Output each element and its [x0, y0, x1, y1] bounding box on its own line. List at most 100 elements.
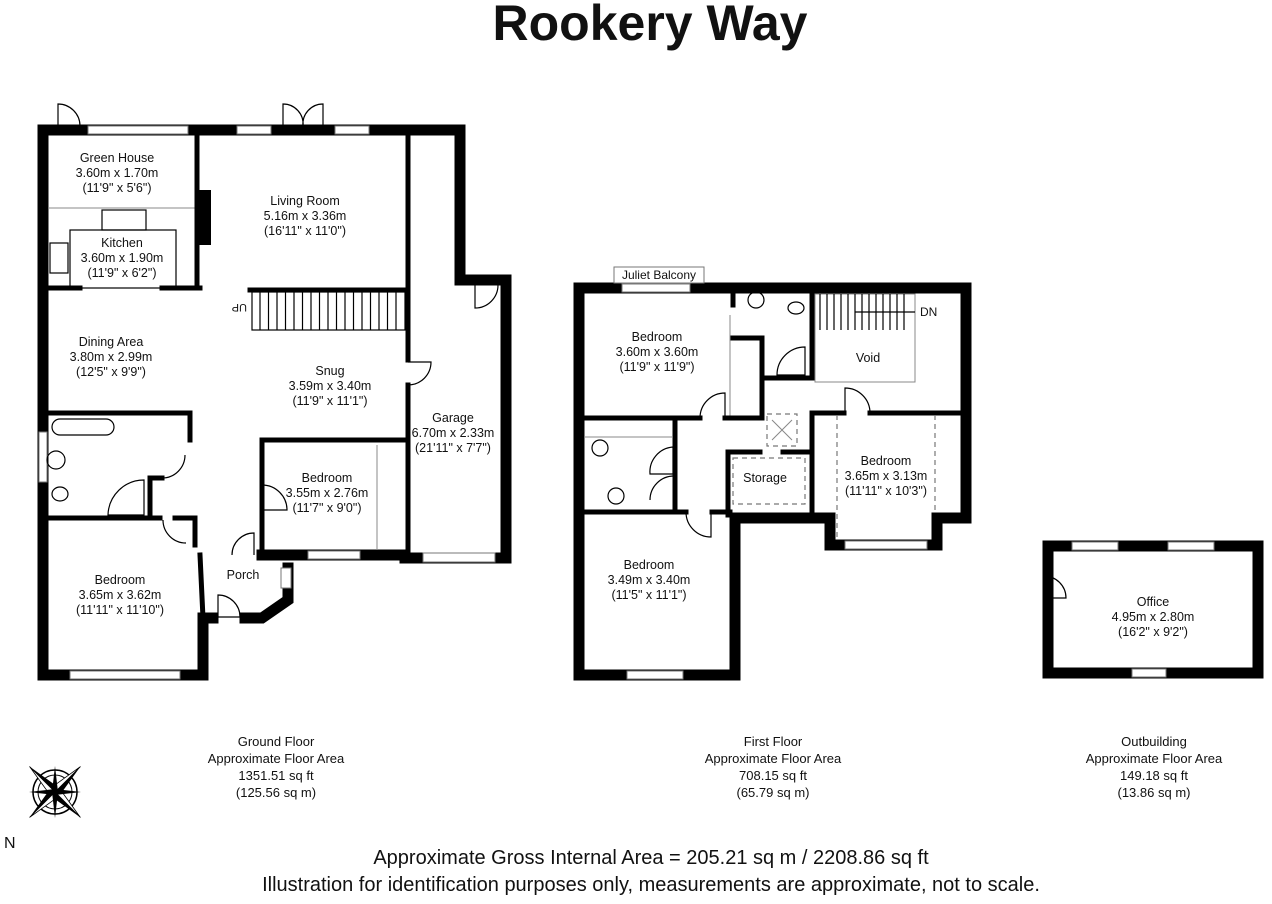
svg-text:3.60m x 3.60m: 3.60m x 3.60m	[616, 345, 699, 359]
svg-text:(11'11" x 10'3"): (11'11" x 10'3")	[845, 484, 927, 498]
svg-text:(11'5" x 11'1"): (11'5" x 11'1")	[611, 588, 686, 602]
window	[844, 540, 928, 550]
svg-text:(12'5" x 9'9"): (12'5" x 9'9")	[76, 365, 146, 379]
french-door	[282, 103, 324, 127]
bedroom-wall	[259, 437, 411, 558]
svg-text:3.65m x 3.13m: 3.65m x 3.13m	[845, 469, 928, 483]
toilet	[787, 301, 805, 315]
room-green-house: Green House 3.60m x 1.70m (11'9" x 5'6")	[76, 151, 159, 195]
compass-north-label: N	[4, 835, 16, 852]
svg-text:Kitchen: Kitchen	[101, 236, 143, 250]
room-bedroom: Bedroom 3.49m x 3.40m (11'5" x 11'1")	[608, 558, 691, 602]
outbuilding-plan: Office 4.95m x 2.80m (16'2" x 9'2")	[1042, 540, 1264, 679]
svg-text:Garage: Garage	[432, 411, 474, 425]
stairs-down-label: DN	[920, 305, 937, 319]
gross-area: Approximate Gross Internal Area = 205.21…	[373, 847, 929, 869]
wall	[730, 290, 815, 381]
door	[161, 454, 186, 479]
storage	[732, 457, 806, 505]
svg-text:149.18 sq ft: 149.18 sq ft	[1120, 768, 1188, 783]
stairs-up-label: UP	[232, 301, 247, 313]
svg-text:Bedroom: Bedroom	[632, 330, 683, 344]
door	[844, 387, 871, 414]
juliet-balcony-label: Juliet Balcony	[622, 268, 696, 282]
svg-text:Bedroom: Bedroom	[624, 558, 675, 572]
svg-text:Bedroom: Bedroom	[302, 471, 353, 485]
shower	[649, 446, 674, 475]
basin	[591, 439, 609, 457]
ground-floor-outer-wall	[37, 124, 512, 681]
chimney-breast	[197, 190, 211, 245]
room-size-imperial: (11'9" x 5'6")	[82, 181, 151, 195]
svg-text:(21'11" x 7'7"): (21'11" x 7'7")	[415, 441, 491, 455]
garage-door	[407, 361, 432, 386]
window	[1071, 541, 1119, 551]
svg-text:Approximate Floor Area: Approximate Floor Area	[1086, 751, 1223, 766]
wall	[809, 410, 847, 518]
door	[231, 532, 255, 556]
svg-text:(11'9" x 6'2"): (11'9" x 6'2")	[87, 266, 156, 280]
room-garage: Garage 6.70m x 2.33m (21'11" x 7'7")	[412, 411, 495, 455]
shower	[776, 346, 806, 376]
room-name: Green House	[80, 151, 154, 165]
svg-text:First Floor: First Floor	[744, 734, 803, 749]
svg-text:3.59m x 3.40m: 3.59m x 3.40m	[289, 379, 372, 393]
window	[621, 283, 691, 293]
ground-floor-summary: Ground Floor Approximate Floor Area 1351…	[208, 734, 345, 800]
svg-text:4.95m x 2.80m: 4.95m x 2.80m	[1112, 610, 1195, 624]
door	[1043, 575, 1067, 599]
toilet	[51, 486, 69, 502]
svg-text:3.80m x 2.99m: 3.80m x 2.99m	[70, 350, 153, 364]
window	[626, 670, 684, 680]
door	[261, 484, 288, 511]
basin	[46, 450, 66, 470]
door	[649, 475, 675, 501]
svg-text:6.70m x 2.33m: 6.70m x 2.33m	[412, 426, 495, 440]
svg-text:1351.51 sq ft: 1351.51 sq ft	[238, 768, 314, 783]
bath	[51, 418, 115, 436]
svg-text:Approximate Floor Area: Approximate Floor Area	[705, 751, 842, 766]
toilet	[607, 487, 625, 505]
outbuilding-summary: Outbuilding Approximate Floor Area 149.1…	[1086, 734, 1223, 800]
first-floor-plan: Juliet Balcony	[573, 266, 972, 681]
svg-text:3.65m x 3.62m: 3.65m x 3.62m	[79, 588, 162, 602]
svg-text:3.55m x 2.76m: 3.55m x 2.76m	[286, 486, 369, 500]
svg-text:5.16m x 3.36m: 5.16m x 3.36m	[264, 209, 347, 223]
window	[87, 125, 189, 135]
svg-text:(13.86 sq m): (13.86 sq m)	[1118, 785, 1191, 800]
bathroom-wall	[147, 475, 165, 521]
room-storage: Storage	[743, 471, 787, 485]
svg-text:Office: Office	[1137, 595, 1169, 609]
room-bedroom: Bedroom 3.60m x 3.60m (11'9" x 11'9")	[616, 330, 699, 374]
door	[162, 519, 187, 544]
basin	[747, 291, 765, 309]
ground-floor-plan: UP Green House 3.60m x 1.70m (11'9" x 5'…	[37, 103, 512, 681]
sink	[101, 209, 147, 231]
room-size-metric: 3.60m x 1.70m	[76, 166, 159, 180]
front-door	[217, 594, 241, 618]
room-dining-area: Dining Area 3.80m x 2.99m (12'5" x 9'9")	[70, 335, 153, 379]
svg-text:(11'7" x 9'0"): (11'7" x 9'0")	[292, 501, 361, 515]
wall	[725, 449, 763, 518]
juliet-balcony	[613, 266, 705, 284]
porch-wall	[197, 552, 206, 621]
window	[1167, 541, 1215, 551]
room-bedroom: Bedroom 3.65m x 3.13m (11'11" x 10'3")	[845, 454, 928, 498]
svg-text:(11'9" x 11'1"): (11'9" x 11'1")	[292, 394, 367, 408]
door	[685, 511, 712, 538]
bathroom-wall	[45, 410, 193, 443]
room-void: Void	[856, 351, 880, 365]
window	[422, 552, 496, 563]
first-floor-summary: First Floor Approximate Floor Area 708.1…	[705, 734, 842, 800]
svg-text:(16'11" x 11'0"): (16'11" x 11'0")	[264, 224, 346, 238]
svg-text:(125.56 sq m): (125.56 sq m)	[236, 785, 316, 800]
svg-text:Outbuilding: Outbuilding	[1121, 734, 1187, 749]
page-title: Rookery Way	[493, 0, 808, 51]
door	[699, 392, 726, 419]
room-porch: Porch	[227, 568, 260, 582]
garage-side-door	[474, 284, 499, 309]
stairs: UP	[232, 291, 406, 331]
window	[1131, 668, 1167, 678]
svg-text:708.15 sq ft: 708.15 sq ft	[739, 768, 807, 783]
